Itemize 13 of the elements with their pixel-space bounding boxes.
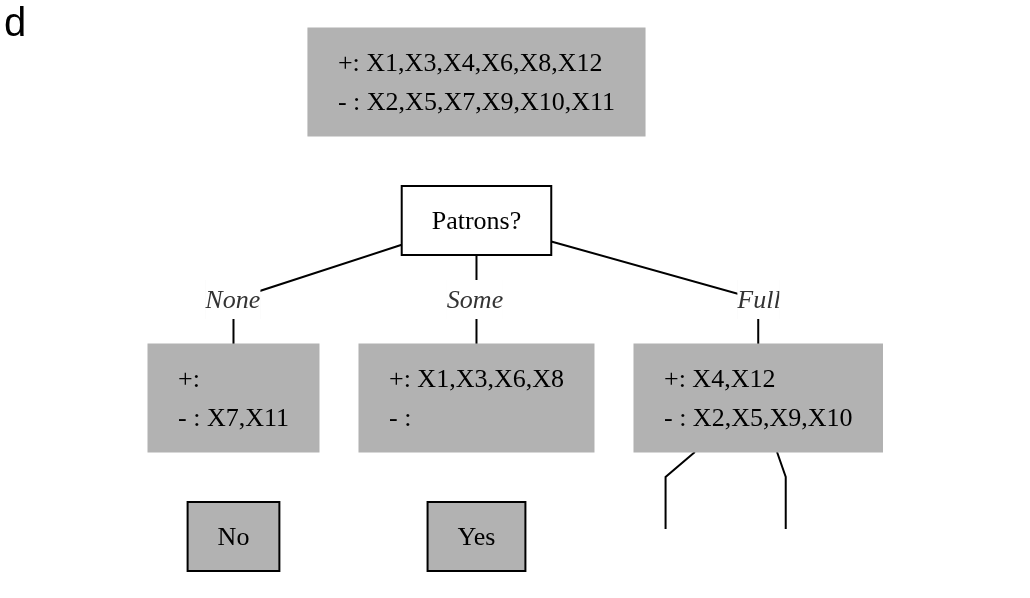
edge-label: Full xyxy=(737,284,781,314)
node-box: Patrons? xyxy=(400,184,552,256)
node-box: No xyxy=(186,500,281,572)
node-box: +: X1,X3,X4,X6,X8,X12 - : X2,X5,X7,X9,X10,X11 xyxy=(307,27,646,136)
edge-label: None xyxy=(205,284,260,314)
connector xyxy=(775,450,787,530)
title-fragment: d xyxy=(4,0,27,44)
node-box: +: X1,X3,X6,X8 - : xyxy=(358,343,595,452)
node-box: Yes xyxy=(426,500,527,572)
node-box: +: X4,X12 - : X2,X5,X9,X10 xyxy=(633,343,883,452)
connector xyxy=(664,450,696,530)
edge-label: Some xyxy=(446,284,503,314)
node-box: +: - : X7,X11 xyxy=(147,343,320,452)
